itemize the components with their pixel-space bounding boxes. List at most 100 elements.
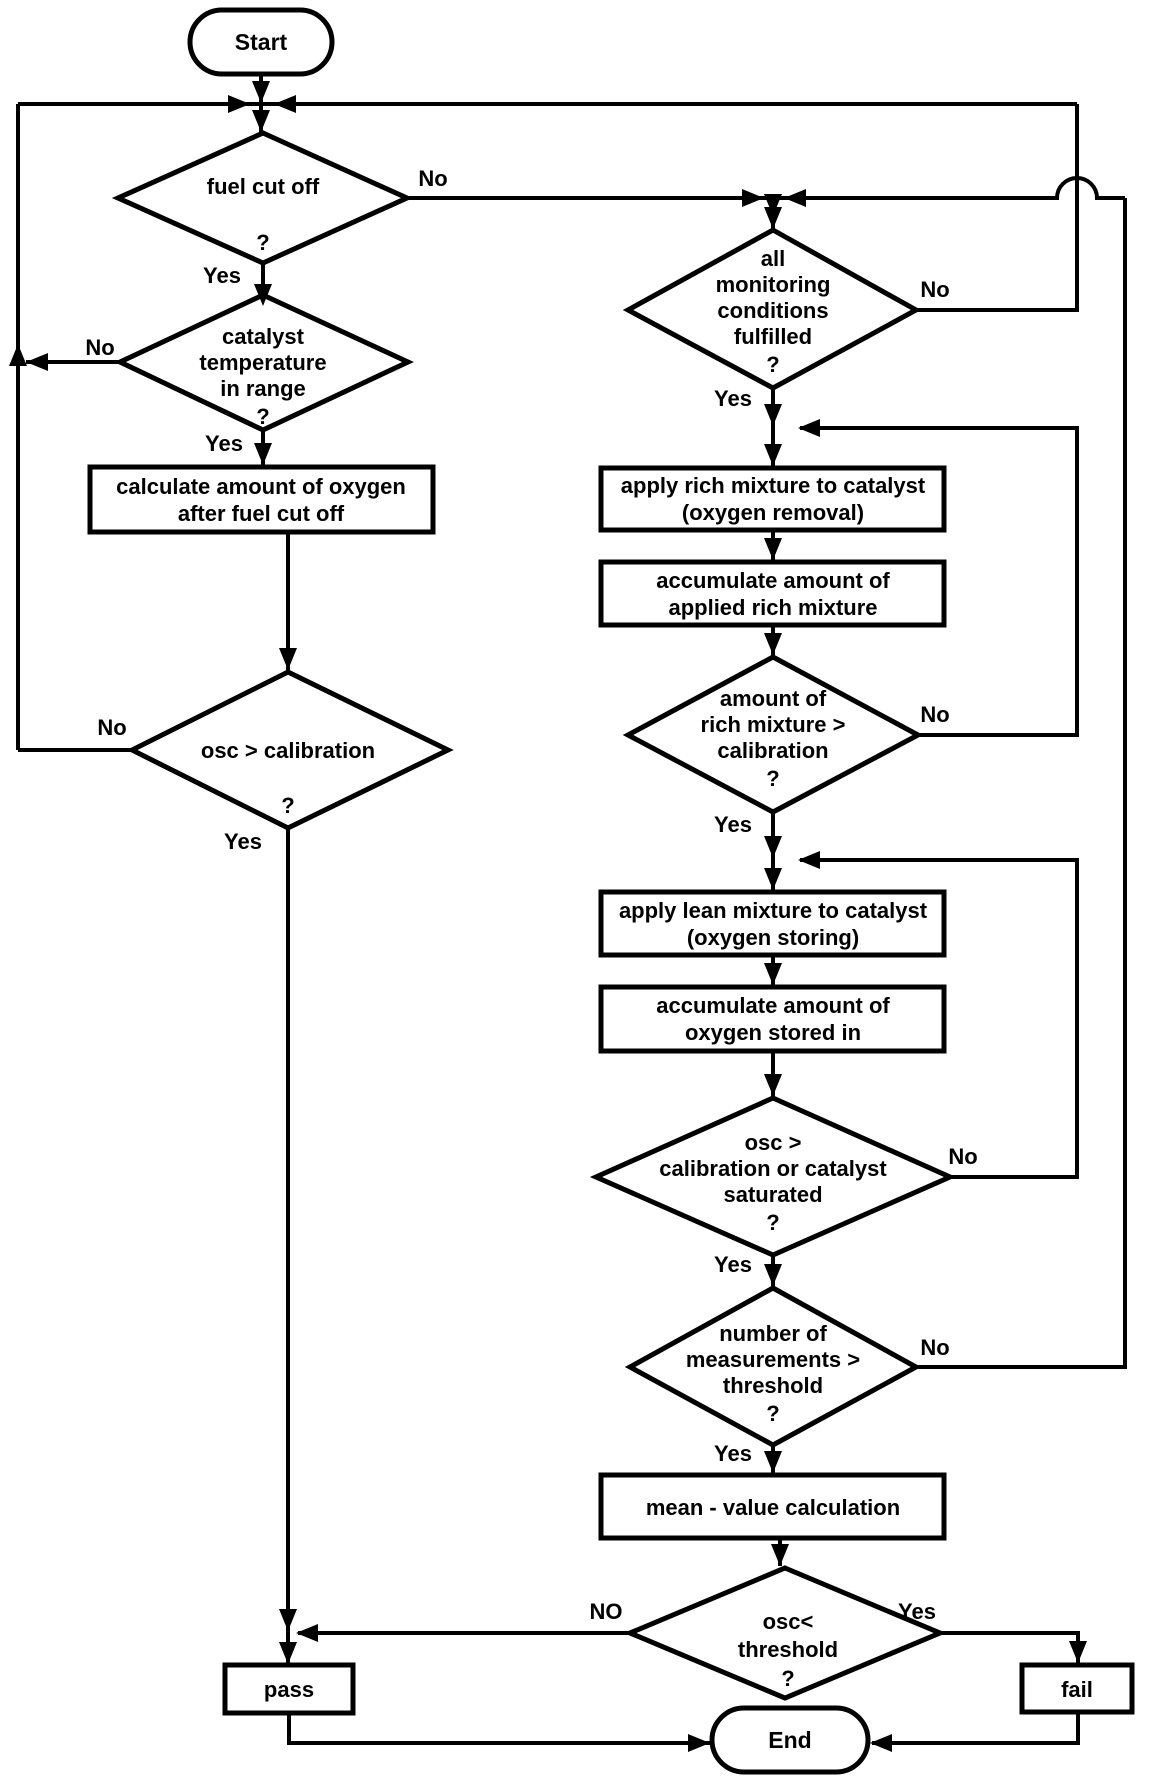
edge-rich-no-return bbox=[800, 426, 1079, 737]
arrowhead bbox=[228, 95, 250, 113]
edge-monitoring-no-return bbox=[916, 104, 1079, 312]
measurements-label: number of bbox=[719, 1321, 827, 1346]
osc-lt-threshold-label: threshold bbox=[738, 1637, 838, 1662]
arrowhead bbox=[252, 110, 270, 132]
arrowhead bbox=[764, 207, 782, 229]
arrowhead bbox=[764, 444, 782, 466]
label-catalyst-yes: Yes bbox=[205, 431, 243, 456]
arrowhead bbox=[1069, 1641, 1087, 1663]
arrowhead bbox=[764, 963, 782, 985]
accum-rich-label: applied rich mixture bbox=[668, 595, 877, 620]
arrowhead bbox=[764, 404, 782, 426]
osc-lt-threshold-decision bbox=[623, 1565, 947, 1701]
arrowhead bbox=[742, 189, 764, 207]
node-labels: Start fuel cut off ? catalyst temperatur… bbox=[116, 29, 1093, 1753]
arrowhead bbox=[870, 1734, 892, 1752]
accum-oxygen-label: oxygen stored in bbox=[685, 1020, 861, 1045]
label-osc-sat-yes: Yes bbox=[714, 1252, 752, 1277]
apply-rich-label: (oxygen removal) bbox=[682, 500, 864, 525]
arrowhead bbox=[764, 868, 782, 890]
edge-fail-to-end bbox=[872, 1712, 1080, 1745]
end-label: End bbox=[768, 1727, 811, 1753]
mean-value-label: mean - value calculation bbox=[646, 1495, 900, 1520]
fuel-cut-off-decision bbox=[111, 130, 414, 266]
arrowhead bbox=[798, 419, 820, 437]
monitoring-label: monitoring bbox=[716, 272, 831, 297]
measurements-label: threshold bbox=[723, 1373, 823, 1398]
accum-oxygen-process bbox=[598, 984, 947, 1054]
arrowhead bbox=[771, 1544, 789, 1566]
label-osc-no: No bbox=[97, 715, 126, 740]
arrowhead bbox=[764, 1451, 782, 1473]
label-catalyst-no: No bbox=[85, 335, 114, 360]
osc-saturated-label: osc > bbox=[745, 1130, 802, 1155]
catalyst-temp-qmark: ? bbox=[256, 404, 269, 429]
arrowheads bbox=[9, 81, 1087, 1752]
osc-saturated-label: calibration or catalyst bbox=[659, 1156, 887, 1181]
accum-oxygen-label: accumulate amount of bbox=[656, 993, 890, 1018]
nodes bbox=[87, 7, 1135, 1775]
osc-calibration-label: osc > calibration bbox=[201, 738, 375, 763]
osc-saturated-decision bbox=[589, 1095, 957, 1258]
monitoring-label: conditions bbox=[717, 298, 828, 323]
apply-rich-process bbox=[598, 465, 947, 533]
label-fuel-no: No bbox=[418, 166, 447, 191]
apply-lean-label: (oxygen storing) bbox=[687, 925, 859, 950]
start-label: Start bbox=[235, 29, 288, 55]
apply-rich-label: apply rich mixture to catalyst bbox=[621, 473, 926, 498]
start-terminator bbox=[187, 7, 335, 77]
catalyst-temp-label: temperature bbox=[199, 350, 326, 375]
edge-final-yes bbox=[940, 1631, 1080, 1663]
catalyst-temp-label: in range bbox=[220, 376, 306, 401]
arrowhead bbox=[764, 194, 782, 216]
arrowhead bbox=[764, 1264, 782, 1286]
monitoring-label: all bbox=[761, 246, 785, 271]
monitoring-decision bbox=[622, 227, 922, 391]
edge-pass-to-end bbox=[287, 1713, 710, 1745]
arrowhead bbox=[26, 353, 48, 371]
label-monitoring-no: No bbox=[920, 277, 949, 302]
arrowhead bbox=[279, 648, 297, 670]
calc-oxygen-label: after fuel cut off bbox=[178, 501, 345, 526]
measurements-label: measurements > bbox=[686, 1347, 860, 1372]
arrowhead bbox=[254, 284, 272, 306]
apply-lean-label: apply lean mixture to catalyst bbox=[619, 898, 928, 923]
arrowhead bbox=[764, 633, 782, 655]
monitoring-label: fulfilled bbox=[734, 324, 812, 349]
osc-calibration-qmark: ? bbox=[281, 793, 294, 818]
arrowhead bbox=[274, 95, 296, 113]
label-monitoring-yes: Yes bbox=[714, 386, 752, 411]
arrowhead bbox=[252, 81, 270, 103]
arrowhead bbox=[688, 1734, 710, 1752]
label-meas-no: No bbox=[920, 1335, 949, 1360]
catalyst-temp-label: catalyst bbox=[222, 324, 305, 349]
label-final-no: NO bbox=[590, 1599, 623, 1624]
edge-meas-no-return bbox=[916, 198, 1127, 1369]
osc-calibration-decision bbox=[126, 669, 454, 831]
measurements-qmark: ? bbox=[766, 1401, 779, 1426]
label-osc-sat-no: No bbox=[948, 1144, 977, 1169]
rich-gt-cal-decision bbox=[622, 654, 924, 815]
fail-label: fail bbox=[1061, 1677, 1093, 1702]
arrowhead bbox=[764, 836, 782, 858]
label-meas-yes: Yes bbox=[714, 1441, 752, 1466]
label-final-yes: Yes bbox=[898, 1599, 936, 1624]
osc-saturated-label: saturated bbox=[723, 1182, 822, 1207]
rich-gt-cal-label: rich mixture > bbox=[701, 712, 846, 737]
calc-oxygen-label: calculate amount of oxygen bbox=[116, 474, 406, 499]
arrowhead bbox=[279, 1642, 297, 1664]
arrowhead bbox=[279, 1609, 297, 1631]
osc-lt-threshold-label: osc< bbox=[763, 1609, 814, 1634]
arrowhead bbox=[254, 443, 272, 465]
label-rich-yes: Yes bbox=[714, 812, 752, 837]
osc-saturated-qmark: ? bbox=[766, 1210, 779, 1235]
arrowhead bbox=[9, 344, 27, 366]
accum-rich-process bbox=[598, 559, 947, 628]
rich-gt-cal-label: calibration bbox=[717, 738, 828, 763]
calc-oxygen-process bbox=[87, 464, 436, 535]
apply-lean-process bbox=[598, 889, 947, 958]
rich-gt-cal-label: amount of bbox=[720, 686, 827, 711]
fail-process bbox=[1019, 1662, 1135, 1715]
edges bbox=[16, 74, 1127, 1745]
